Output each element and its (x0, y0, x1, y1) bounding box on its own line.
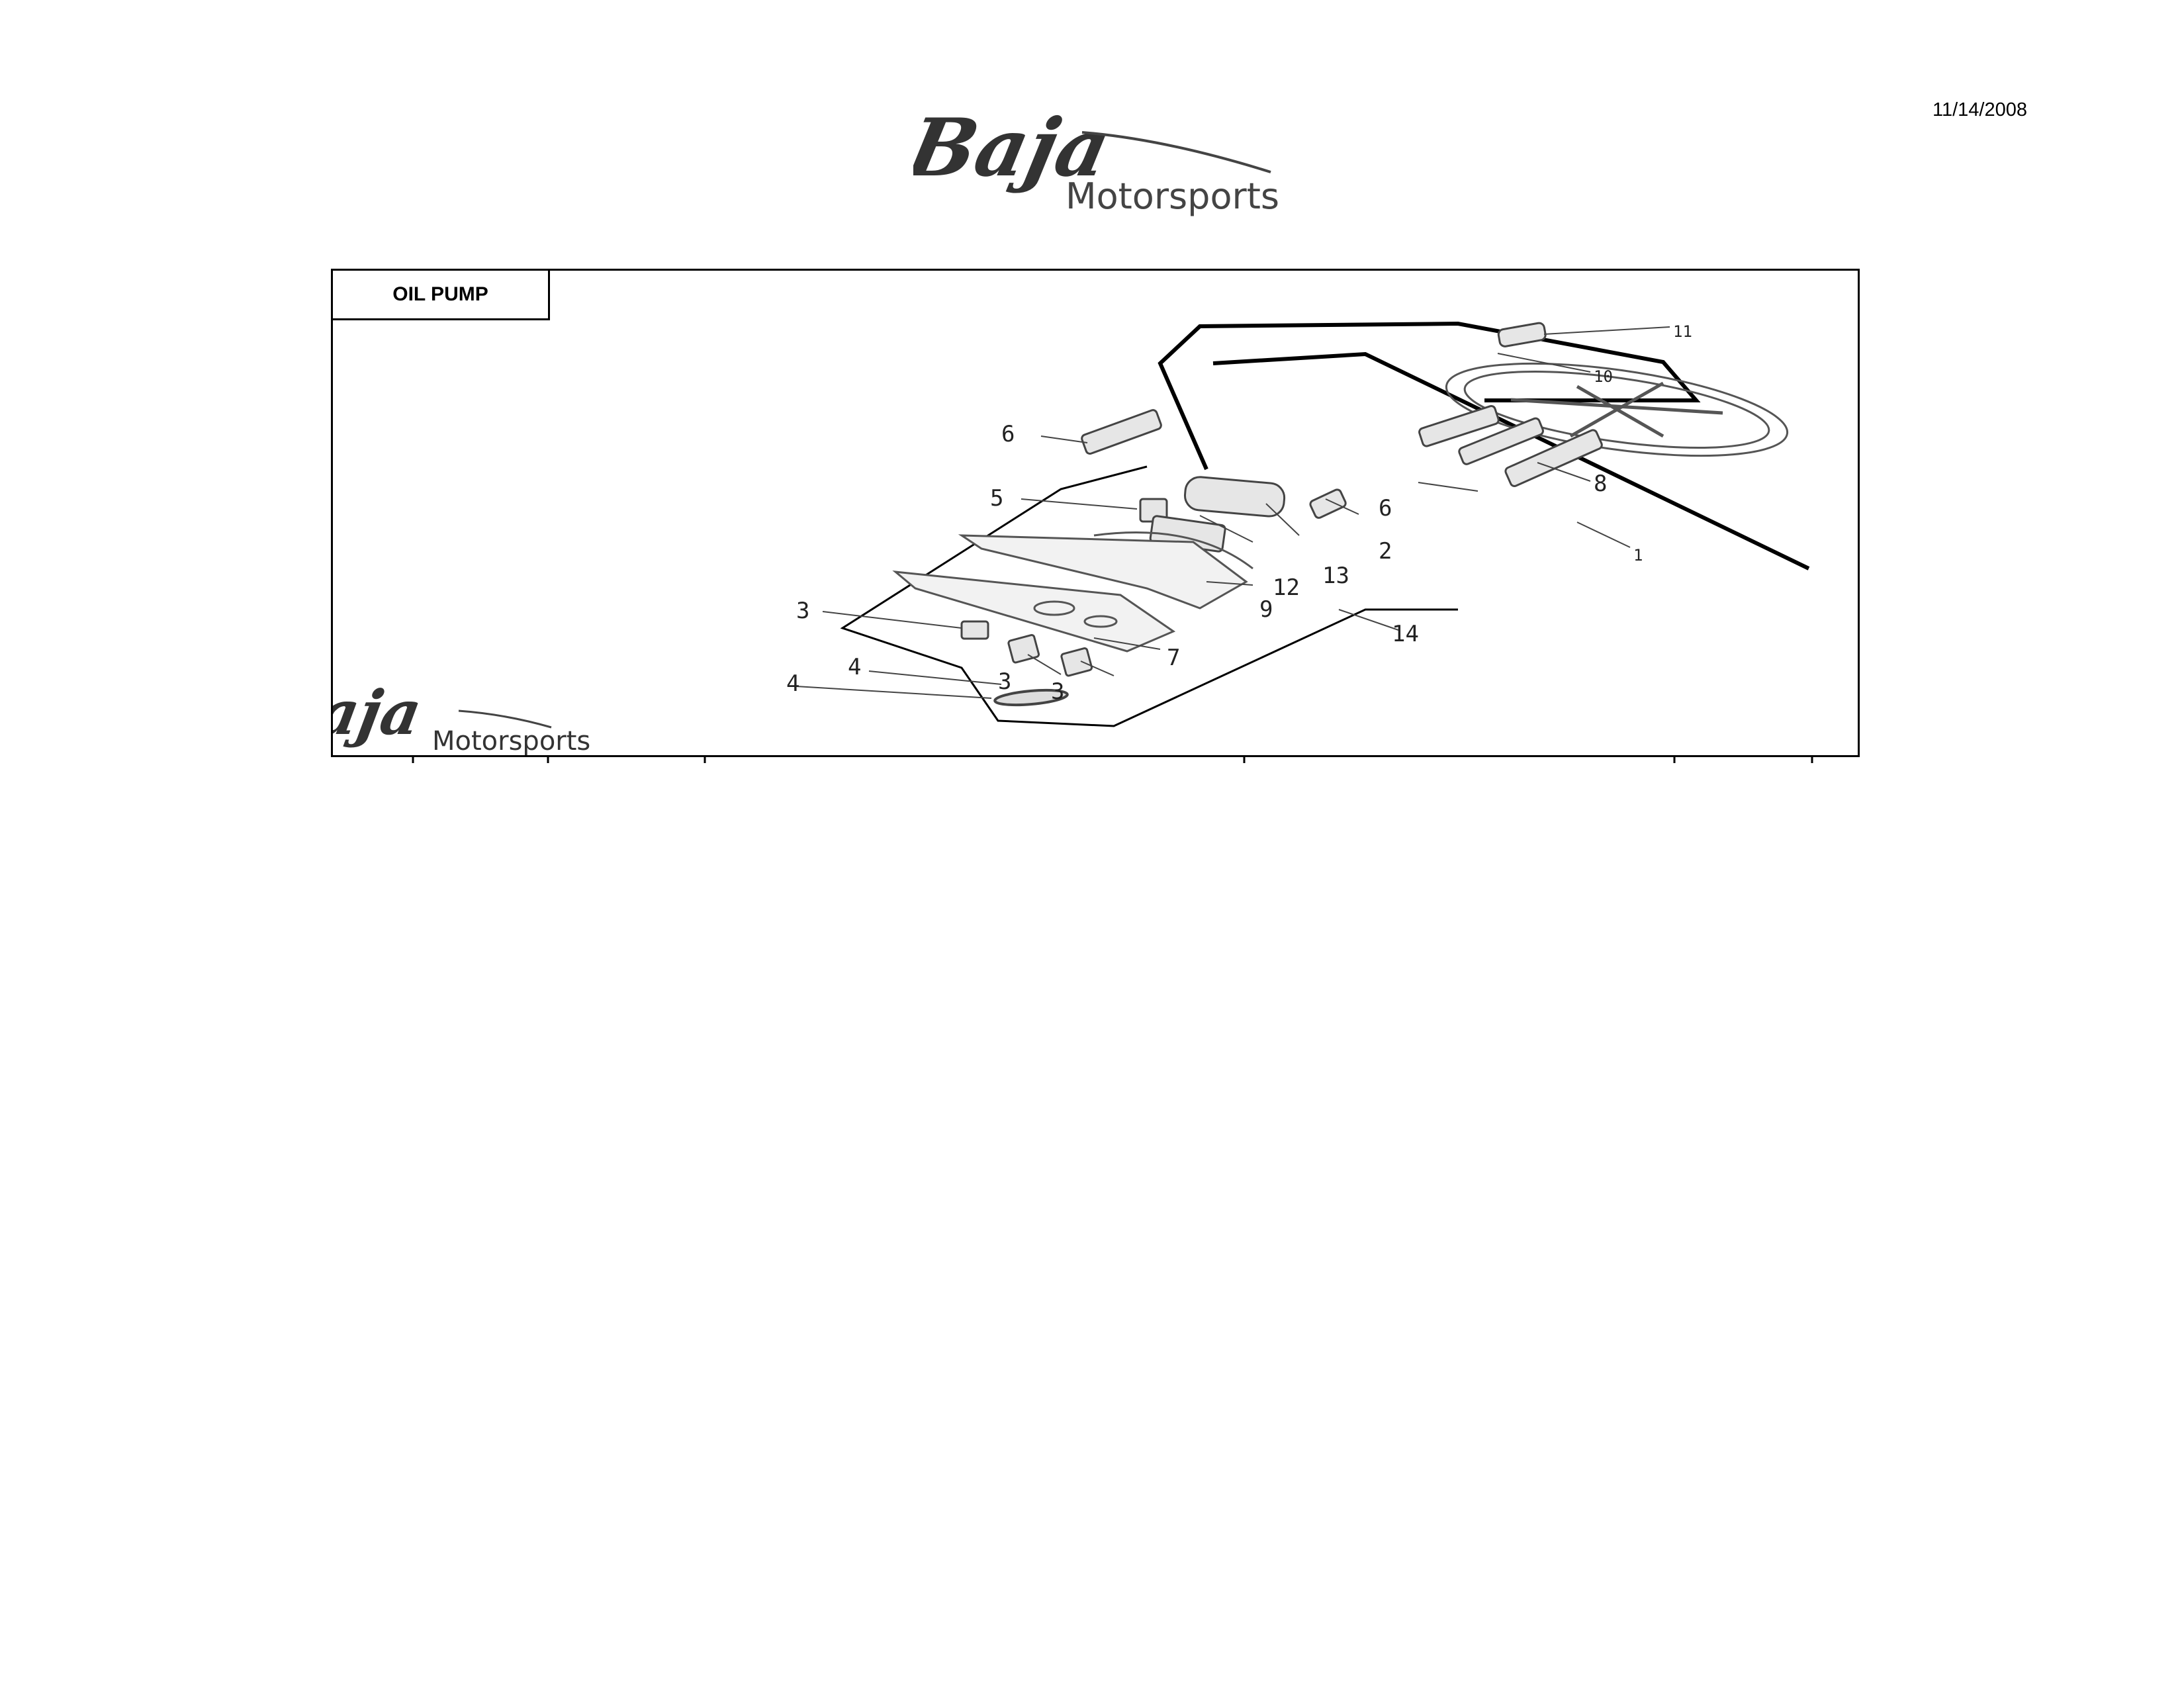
callout-3c: 3 (1051, 678, 1064, 705)
watermark-script-text: Baja (333, 677, 427, 749)
callout-4a: 4 (848, 654, 861, 680)
section-title: OIL PUMP (333, 271, 550, 320)
callout-4b: 4 (786, 670, 799, 697)
callout-6a: 6 (1001, 421, 1015, 447)
part-4-o-ring (993, 688, 1069, 707)
callout-13: 13 (1322, 563, 1349, 589)
callout-3a: 3 (796, 598, 809, 624)
callout-6b: 6 (1379, 495, 1392, 522)
oil-pump-exploded-diagram: 11 10 8 6 1 2 13 12 9 14 7 6 5 3 3 3 4 4… (333, 321, 1810, 755)
callout-10: 10 (1594, 367, 1613, 386)
callout-12: 12 (1273, 574, 1300, 601)
assembly-outline-light (840, 465, 1458, 727)
callout-labels: 11 10 8 6 1 2 13 12 9 14 7 6 5 3 3 3 4 4 (786, 322, 1692, 705)
part-8-pump-cover (1445, 362, 1789, 457)
parts-diagram-frame: OIL PUMP (331, 269, 1860, 757)
watermark-wordmark-text: Motorsports (432, 726, 590, 755)
document-date: 11/14/2008 (1933, 99, 2027, 120)
fastener-parts (960, 322, 1603, 677)
part-9-pump-body (958, 531, 1253, 610)
assembly-outline-heavy (1158, 321, 1810, 570)
callout-8: 8 (1594, 471, 1607, 497)
callout-7: 7 (1167, 645, 1180, 671)
watermark-logo: Baja Motorsports (333, 677, 590, 755)
callout-5: 5 (990, 485, 1003, 512)
logo-wordmark-text: Motorsports (1066, 175, 1279, 217)
logo-script-text: Baja (913, 101, 1118, 194)
baja-motorsports-logo: Baja Motorsports (913, 101, 1279, 217)
callout-11: 11 (1673, 322, 1692, 341)
logo-swoosh (1081, 131, 1271, 173)
part-7-pump-housing (892, 570, 1176, 653)
leader-lines (796, 326, 1670, 699)
callout-3b: 3 (998, 668, 1011, 695)
callout-1: 1 (1633, 546, 1643, 565)
callout-9: 9 (1259, 596, 1273, 623)
callout-14: 14 (1392, 621, 1419, 647)
frame-bottom-ticks (412, 755, 1813, 763)
callout-2: 2 (1379, 538, 1392, 565)
